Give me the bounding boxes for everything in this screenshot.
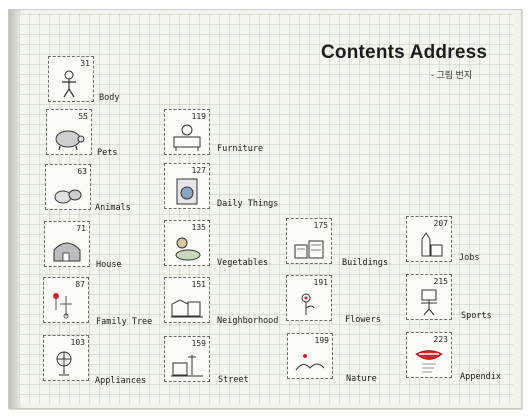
label-buildings: Buildings	[342, 258, 389, 268]
card-neighborhood[interactable]: 151	[164, 277, 210, 323]
label-nature: Nature	[346, 374, 377, 384]
label-street: Street	[218, 375, 249, 385]
card-pets[interactable]: 55	[46, 109, 92, 155]
page-number: 207	[433, 219, 448, 228]
page-binding	[9, 10, 21, 408]
card-daily-things[interactable]: 127	[164, 163, 210, 209]
page-number: 159	[191, 339, 206, 348]
family-tree-icon	[53, 293, 72, 319]
page-number: 223	[433, 335, 448, 344]
page-number: 135	[191, 223, 206, 232]
page-number: 55	[78, 112, 88, 121]
page-number: 71	[76, 224, 86, 233]
card-jobs[interactable]: 207	[406, 216, 452, 262]
label-furniture: Furniture	[217, 144, 264, 154]
page-number: 119	[191, 112, 206, 121]
page-number: 151	[191, 280, 206, 289]
page-number: 103	[70, 338, 85, 347]
label-vegetables: Vegetables	[217, 258, 269, 268]
dresser-icon	[173, 124, 201, 151]
label-animals: Animals	[95, 203, 131, 213]
street-icon	[171, 355, 203, 377]
label-sports: Sports	[461, 311, 492, 321]
flowers-icon	[301, 293, 315, 315]
buildings-icon	[294, 240, 324, 259]
card-sports[interactable]: 215	[406, 274, 452, 320]
card-appliances[interactable]: 103	[43, 335, 89, 381]
label-daily-things: Daily Things	[217, 199, 279, 209]
label-appendix: Appendix	[460, 372, 501, 382]
label-appliances: Appliances	[95, 376, 147, 386]
page-number: 31	[80, 59, 90, 68]
page-subtitle: - 그림 번지	[431, 70, 473, 80]
card-body[interactable]: 31	[48, 56, 94, 102]
page-number: 87	[75, 280, 85, 289]
page-title: Contents Address	[321, 42, 488, 63]
label-house: House	[96, 260, 122, 270]
card-animals[interactable]: 63	[45, 164, 91, 210]
body-icon	[62, 70, 76, 98]
fan-icon	[56, 351, 72, 376]
animals-icon	[54, 189, 82, 204]
page-number: 127	[191, 166, 206, 175]
label-pets: Pets	[97, 148, 118, 158]
label-neighborhood: Neighborhood	[217, 316, 279, 326]
page-number: 215	[433, 277, 448, 286]
turtle-icon	[55, 130, 85, 151]
notebook-page: Contents Address - 그림 번지 31 Body 55 Pets…	[8, 9, 522, 409]
card-street[interactable]: 159	[164, 336, 210, 382]
jobs-icon	[421, 232, 443, 257]
card-appendix[interactable]: 223	[406, 332, 452, 378]
page-number: 191	[313, 278, 328, 287]
card-house[interactable]: 71	[44, 221, 90, 267]
label-flowers: Flowers	[345, 315, 381, 325]
card-family-tree[interactable]: 87	[43, 277, 89, 323]
card-furniture[interactable]: 119	[164, 109, 210, 155]
label-jobs: Jobs	[459, 253, 480, 263]
label-body: Body	[99, 93, 120, 103]
buildings-street-icon	[171, 299, 203, 318]
washing-machine-icon	[176, 178, 198, 205]
vegetables-icon	[175, 237, 201, 261]
page-number: 199	[314, 336, 329, 345]
card-vegetables[interactable]: 135	[164, 220, 210, 266]
lips-icon	[415, 350, 443, 373]
page-number: 175	[313, 221, 328, 230]
house-icon	[53, 242, 81, 262]
card-nature[interactable]: 199	[287, 333, 333, 379]
nature-icon	[295, 354, 325, 371]
label-family-tree: Family Tree	[96, 317, 153, 327]
card-flowers[interactable]: 191	[286, 275, 332, 321]
robot-icon	[421, 289, 437, 316]
page-number: 63	[77, 167, 87, 176]
card-buildings[interactable]: 175	[286, 218, 332, 264]
